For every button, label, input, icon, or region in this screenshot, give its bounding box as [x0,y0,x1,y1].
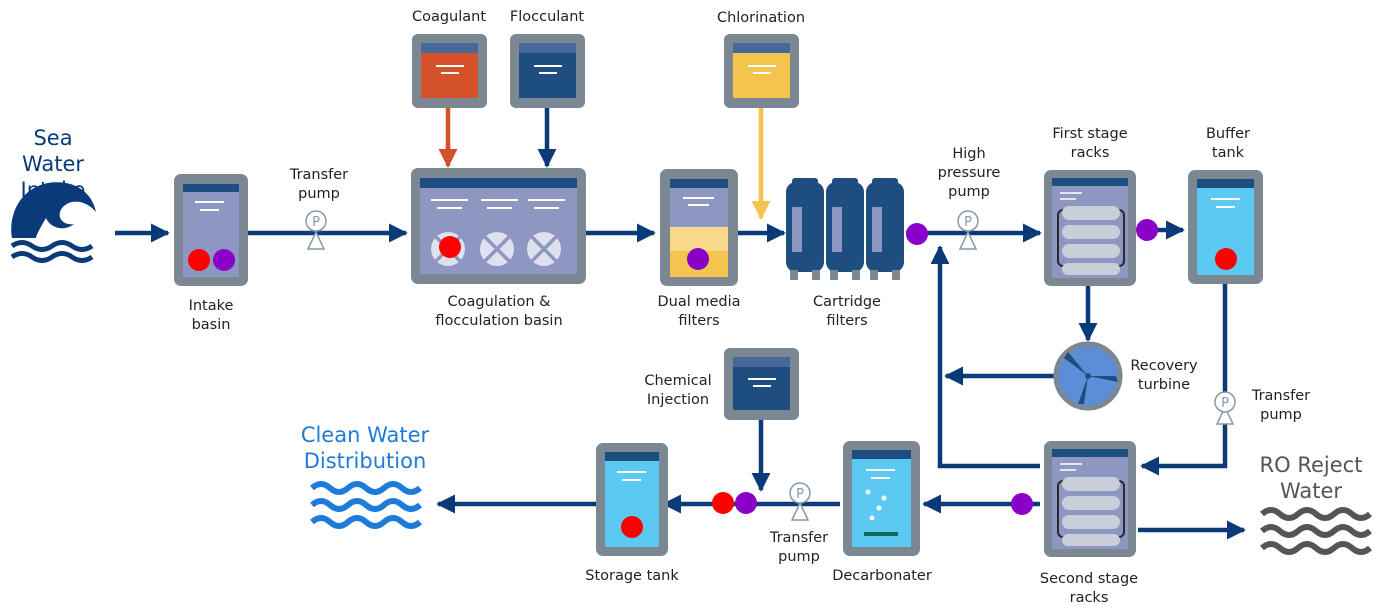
cartridge-unit [866,178,904,280]
transfer-pump-1-icon: P [305,210,327,250]
sensor-purple [906,223,928,245]
sensor-red [712,492,734,514]
flocculant-tank [510,34,585,108]
flow-buffer-to-second [1140,282,1228,476]
recovery-turbine [1053,341,1123,411]
clean-water-label: Clean Water Distribution [300,423,430,473]
transfer-pump-3-icon: P [789,482,811,521]
hp-pump-icon: P [957,210,979,250]
sea-water-label: Sea Water Intake [20,126,86,202]
mixer-icon [480,232,514,266]
transfer-pump-3-label: Transfer pump [769,530,829,565]
sensor-purple [1136,219,1158,241]
coag-floc-basin [411,168,586,284]
chlorination-label: Chlorination [716,10,806,26]
coagulant-tank [412,34,487,108]
coag-floc-basin-label: Coagulation & flocculation basin [435,294,563,329]
intake-basin-label: Intake basin [188,298,234,333]
pump-symbol: P [1221,396,1229,411]
second-stage-label: Second stage racks [1039,571,1139,606]
mixer-icon [431,232,465,266]
chemical-injection-label: Chemical Injection [644,373,712,408]
recovery-turbine-label: Recovery turbine [1130,358,1198,393]
first-stage-racks [1044,170,1136,286]
mixer-icon [527,232,561,266]
transfer-pump-2-icon: P [1214,391,1236,425]
sea-wave-icon [10,182,96,263]
cartridge-unit [786,178,824,280]
buffer-tank-label: Buffer tank [1205,126,1250,161]
chlorination-tank [724,34,799,108]
storage-tank [596,443,668,556]
sensor-red [1215,248,1237,270]
pump-symbol: P [796,487,804,502]
sensor-purple [213,249,235,271]
intake-basin-tank [174,174,248,286]
sensor-purple [687,248,709,270]
clean-water-icon [310,481,422,529]
storage-tank-label: Storage tank [585,568,679,584]
cartridge-label: Cartridge filters [813,294,881,329]
sensor-red [439,236,461,258]
decarbonater [843,441,920,556]
cartridge-filters [786,178,904,280]
pump-symbol: P [964,215,972,230]
pump-symbol: P [312,215,320,230]
sensor-purple [735,492,757,514]
sensor-purple [1011,493,1033,515]
chemical-injection-tank [724,348,799,420]
sensor-red [188,249,210,271]
first-stage-label: First stage racks [1052,126,1128,161]
dual-media-label: Dual media filters [657,294,741,329]
hp-pump-label: High pressure pump [937,146,1001,200]
dual-media-filter [660,169,738,286]
coagulant-label: Coagulant [411,9,487,25]
sensor-red [621,516,643,538]
decarbonater-label: Decarbonater [832,568,932,584]
flow-second-return [930,245,1040,469]
transfer-pump-2-label: Transfer pump [1251,388,1311,423]
ro-reject-label: RO Reject Water [1259,453,1363,503]
transfer-pump-1-label: Transfer pump [289,167,349,202]
reject-water-icon [1260,507,1372,555]
buffer-tank [1188,170,1263,284]
cartridge-unit [826,178,864,280]
second-stage-racks [1044,441,1136,557]
flocculant-label: Flocculant [509,9,585,25]
